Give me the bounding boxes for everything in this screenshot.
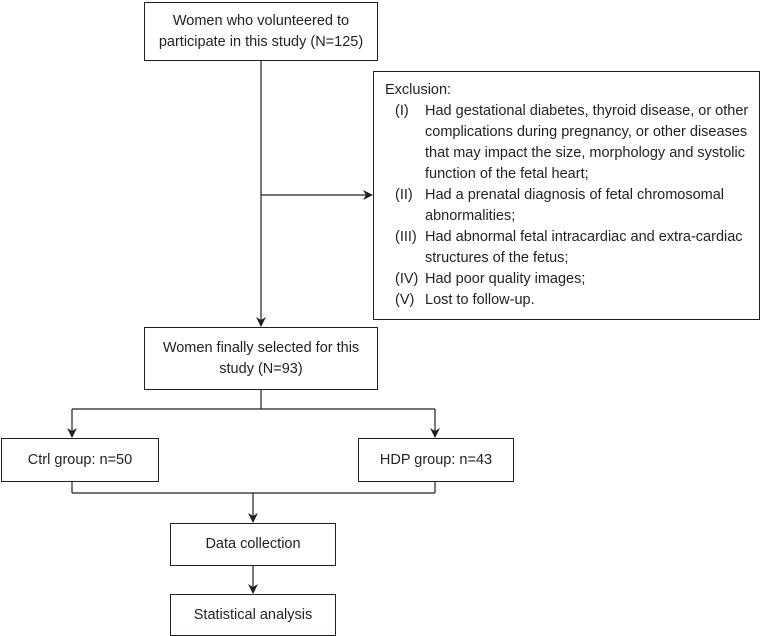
exclusion-item-text: Had a prenatal diagnosis of fetal chromo… xyxy=(425,187,725,224)
selected-line-2: study (N=93) xyxy=(219,360,303,377)
enrollment-line-1: Women who volunteered to xyxy=(172,12,350,29)
exclusion-item-text: Had abnormal fetal intracardiac and extr… xyxy=(425,229,743,266)
selected-box: Women finally selected for this study (N… xyxy=(144,327,378,390)
exclusion-item: (III) Had abnormal fetal intracardiac an… xyxy=(385,227,749,269)
data-collection-label: Data collection xyxy=(205,536,301,552)
hdp-group-box: HDP group: n=43 xyxy=(358,438,514,482)
exclusion-item-text: Had poor quality images; xyxy=(425,271,586,287)
exclusion-item: (IV) Had poor quality images; xyxy=(385,269,749,290)
hdp-group-label: HDP group: n=43 xyxy=(379,451,493,468)
ctrl-group-label: Ctrl group: n=50 xyxy=(27,451,133,468)
exclusion-item-number: (IV) xyxy=(395,271,419,287)
ctrl-group-box: Ctrl group: n=50 xyxy=(1,438,159,482)
exclusion-item: (II) Had a prenatal diagnosis of fetal c… xyxy=(385,185,749,227)
exclusion-title: Exclusion: xyxy=(385,82,452,98)
exclusion-item-text: Had gestational diabetes, thyroid diseas… xyxy=(425,103,749,182)
exclusion-item-number: (I) xyxy=(395,103,409,119)
data-collection-box: Data collection xyxy=(170,523,336,566)
exclusion-item-number: (V) xyxy=(395,292,415,308)
exclusion-list: (I) Had gestational diabetes, thyroid di… xyxy=(385,101,749,311)
enrollment-line-2: participate in this study (N=125) xyxy=(158,33,364,50)
exclusion-item-text: Lost to follow-up. xyxy=(425,292,535,308)
exclusion-item: (V) Lost to follow-up. xyxy=(385,290,749,311)
exclusion-item: (I) Had gestational diabetes, thyroid di… xyxy=(385,101,749,185)
exclusion-box: Exclusion: (I) Had gestational diabetes,… xyxy=(373,71,760,320)
statistical-analysis-label: Statistical analysis xyxy=(193,606,313,623)
selected-line-1: Women finally selected for this xyxy=(162,339,360,356)
exclusion-item-number: (III) xyxy=(395,229,417,245)
enrollment-box: Women who volunteered to participate in … xyxy=(144,2,378,61)
exclusion-item-number: (II) xyxy=(395,187,413,203)
statistical-analysis-box: Statistical analysis xyxy=(170,594,336,636)
